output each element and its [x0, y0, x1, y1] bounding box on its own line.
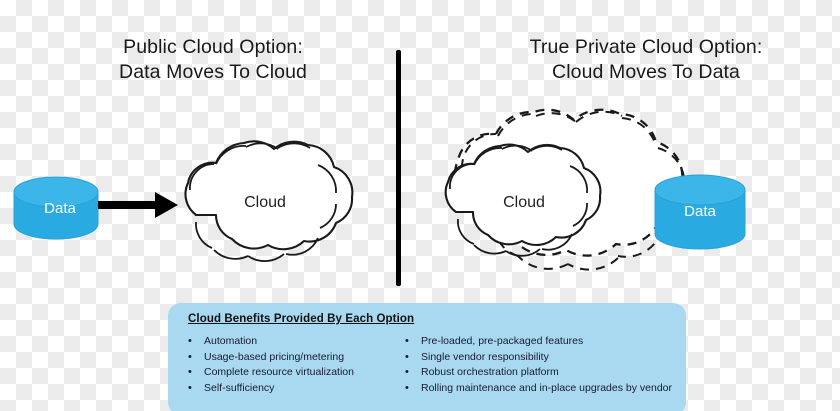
- left-public-cloud: [184, 140, 354, 262]
- bullet-icon: •: [188, 335, 192, 347]
- bullet-icon: •: [405, 335, 409, 347]
- right-cloud-label: Cloud: [503, 194, 545, 211]
- right-panel-title: True Private Cloud Option: Cloud Moves T…: [529, 36, 763, 83]
- benefit-item-label: Usage-based pricing/metering: [204, 350, 345, 363]
- benefit-item-label: Self-sufficiency: [204, 381, 275, 394]
- bullet-icon: •: [188, 350, 192, 363]
- benefit-item-label: Rolling maintenance and in-place upgrade…: [421, 381, 672, 394]
- benefit-item: • Robust orchestration platform: [399, 365, 672, 381]
- bullet-icon: •: [188, 381, 192, 394]
- bullet-icon: •: [188, 366, 192, 379]
- cloud-benefits-columns: • Automation • Usage-based pricing/metering…: [182, 334, 672, 396]
- left-data-cylinder: [13, 176, 99, 240]
- bullet-icon: •: [405, 350, 409, 363]
- benefit-item: • Pre-loaded, pre-packaged features: [399, 334, 672, 350]
- data-to-cloud-arrow: [98, 192, 178, 218]
- benefit-item-label: Pre-loaded, pre-packaged features: [421, 335, 584, 347]
- bullet-icon: •: [405, 381, 409, 394]
- bullet-icon: •: [405, 366, 409, 379]
- benefit-item: • Single vendor responsibility: [399, 350, 672, 366]
- right-data-cylinder: [654, 174, 746, 250]
- benefit-item: • Rolling maintenance and in-place upgrad…: [399, 381, 672, 397]
- benefit-item: • Usage-based pricing/metering: [182, 350, 399, 366]
- right-inner-cloud: [444, 143, 602, 257]
- cloud-benefits-box: Cloud Benefits Provided By Each Option •…: [168, 303, 686, 411]
- left-panel-title: Public Cloud Option: Data Moves To Cloud: [119, 36, 307, 83]
- benefit-item-label: Automation: [204, 335, 258, 347]
- cloud-benefits-left-column: • Automation • Usage-based pricing/metering…: [182, 334, 399, 396]
- benefit-item: • Automation: [182, 334, 399, 350]
- cloud-benefits-right-column: • Pre-loaded, pre-packaged features • Singl…: [399, 334, 672, 396]
- benefit-item-label: Complete resource virtualization: [204, 366, 354, 379]
- left-data-cylinder-label: Data: [44, 200, 76, 217]
- cloud-benefits-heading: Cloud Benefits Provided By Each Option: [188, 313, 415, 325]
- left-cloud-label: Cloud: [244, 194, 286, 211]
- benefit-item-label: Single vendor responsibility: [421, 350, 549, 363]
- benefit-item-label: Robust orchestration platform: [421, 366, 559, 379]
- benefit-item: • Complete resource virtualization: [182, 365, 399, 381]
- panel-divider-line: [396, 50, 401, 286]
- right-data-cylinder-label: Data: [684, 203, 716, 220]
- benefit-item: • Self-sufficiency: [182, 381, 399, 397]
